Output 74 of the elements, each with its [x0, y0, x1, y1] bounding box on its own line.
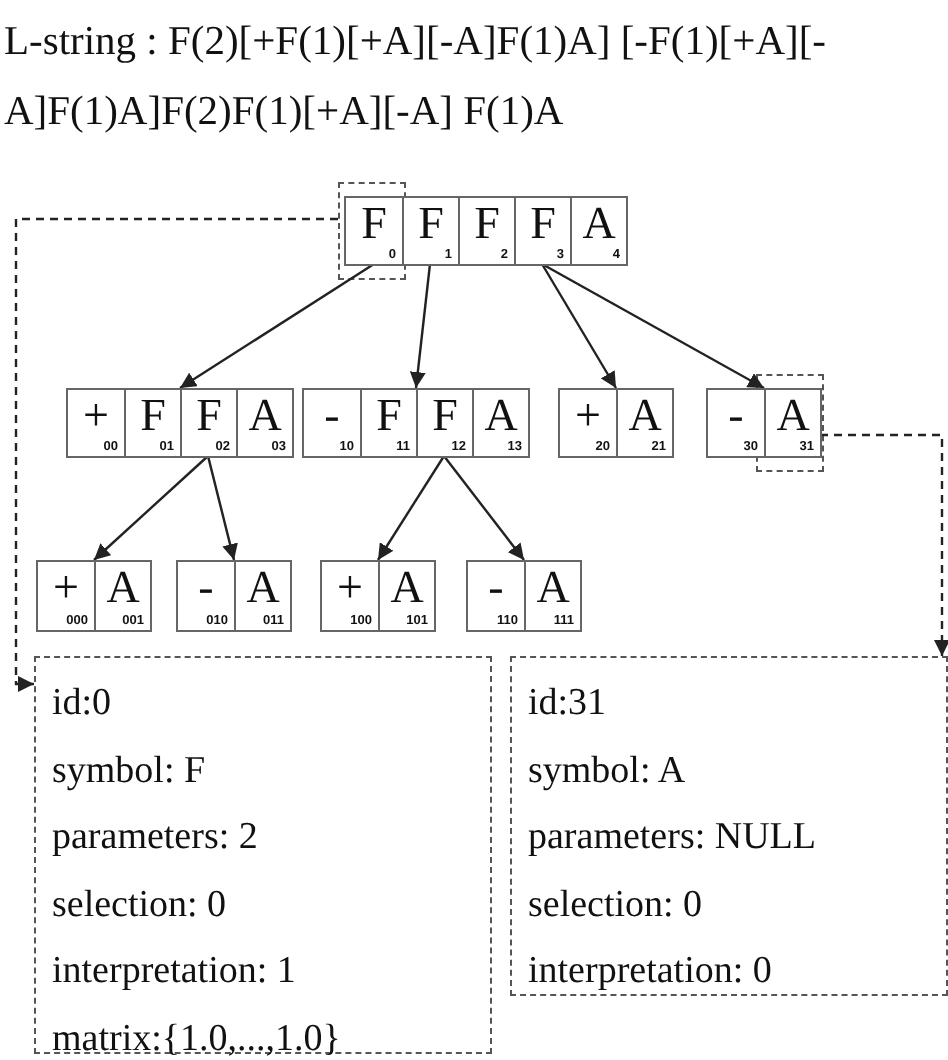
symbol-text: F: [472, 200, 501, 248]
array-cell: [416, 390, 472, 456]
symbol-text: A: [388, 564, 426, 612]
symbol-text: A: [104, 564, 142, 612]
info-text: parameters: NULL: [528, 814, 817, 862]
info-box: [510, 656, 948, 996]
arrow: [541, 262, 765, 390]
symbol-text: F: [416, 200, 445, 248]
array-cell: [458, 198, 514, 264]
info-box: [34, 656, 492, 1054]
symbol-text: +: [573, 392, 603, 440]
info-text: selection: 0: [52, 881, 227, 929]
array-cell: [378, 562, 434, 630]
cell-array: [558, 388, 674, 458]
arrow: [443, 455, 525, 561]
info-text: id:0: [52, 680, 112, 728]
arrow: [179, 263, 375, 389]
symbol-text: -: [322, 392, 340, 440]
array-cell: [616, 390, 672, 456]
arrow: [540, 263, 618, 389]
array-cell: [234, 562, 290, 630]
symbol-text: F: [528, 200, 557, 248]
array-cell: [402, 198, 458, 264]
cell-array: [36, 560, 152, 632]
symbol-text: A: [482, 392, 520, 440]
info-text: interpretation: 1: [52, 948, 296, 996]
symbol-text: A: [246, 392, 284, 440]
array-cell: [236, 390, 292, 456]
arrow: [377, 455, 445, 561]
symbol-text: A: [626, 392, 664, 440]
cell-array: [706, 388, 822, 458]
symbol-text: +: [51, 564, 81, 612]
array-cell: [524, 562, 580, 630]
info-text: selection: 0: [528, 881, 703, 929]
arrow: [409, 263, 432, 389]
info-text: matrix:{1.0,...,1.0}: [52, 1015, 341, 1060]
cell-array: [466, 560, 582, 632]
symbol-text: -: [726, 392, 744, 440]
symbol-text: F: [359, 200, 389, 248]
cell-array: [302, 388, 530, 458]
symbol-text: F: [430, 392, 460, 440]
array-cell: [124, 390, 180, 456]
array-cell: [764, 390, 820, 456]
arrow: [206, 455, 238, 561]
arrow: [93, 455, 209, 561]
symbol-text: -: [196, 564, 216, 612]
symbol-text: A: [244, 564, 282, 612]
symbol-text: A: [534, 564, 572, 612]
title: L-string : F(2)[+F(1)[+A][-A]F(1)A] [-F(1)[+A][-A]F(1)A]F(2)F(1)[+A][-A] F(1)A: [4, 18, 828, 138]
symbol-text: F: [138, 392, 168, 440]
cell-array: [320, 560, 436, 632]
symbol-text: +: [335, 564, 365, 612]
symbol-text: A: [774, 392, 812, 440]
array-cell: [360, 390, 416, 456]
array-cell: [514, 198, 570, 264]
info-text: interpretation: 0: [528, 948, 772, 996]
cell-array: [344, 196, 628, 266]
array-cell: [472, 390, 528, 456]
symbol-text: A: [580, 200, 618, 248]
array-cell: [570, 198, 626, 264]
dashed-arrow: [14, 217, 338, 692]
info-text: symbol: A: [528, 747, 686, 795]
info-text: id:31: [528, 680, 607, 728]
cell-array: [66, 388, 294, 458]
symbol-text: +: [81, 392, 111, 440]
symbol-text: F: [194, 392, 224, 440]
array-cell: [94, 562, 150, 630]
dashed-arrow: [820, 433, 948, 656]
symbol-text: -: [486, 564, 506, 612]
cell-array: [176, 560, 292, 632]
info-text: parameters: 2: [52, 814, 258, 862]
info-text: symbol: F: [52, 747, 206, 795]
array-cell: [180, 390, 236, 456]
symbol-text: F: [374, 392, 404, 440]
